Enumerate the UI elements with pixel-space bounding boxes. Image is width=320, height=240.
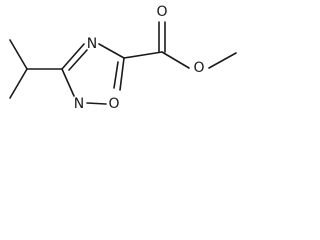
bond-c5-o1	[119, 57, 125, 91]
molecule-structure: N O N O O	[0, 0, 238, 126]
bond-c3-n4	[61, 43, 85, 70]
atom-label-o-ester: O	[193, 60, 204, 76]
bond-c3-n4-double	[68, 49, 88, 71]
bond-n4-c5	[98, 43, 125, 59]
bond-carbonyl-c-o-ester	[161, 51, 190, 69]
bond-o1-n2	[86, 102, 107, 105]
atom-label-o-ring: O	[108, 96, 119, 112]
bond-ch3-bottom-ch	[9, 68, 28, 99]
bond-c5-o1-double	[113, 61, 119, 89]
atom-label-n-top: N	[87, 36, 97, 52]
bond-c5-carbonyl-c	[123, 51, 163, 59]
atom-label-o-carbonyl: O	[156, 4, 167, 20]
atom-label-n-bottom: N	[74, 96, 84, 112]
bond-o-ester-methyl	[208, 52, 237, 69]
bond-n2-c3	[61, 68, 75, 97]
canvas-background	[0, 0, 238, 126]
bond-ch3-top-ch	[9, 39, 28, 70]
